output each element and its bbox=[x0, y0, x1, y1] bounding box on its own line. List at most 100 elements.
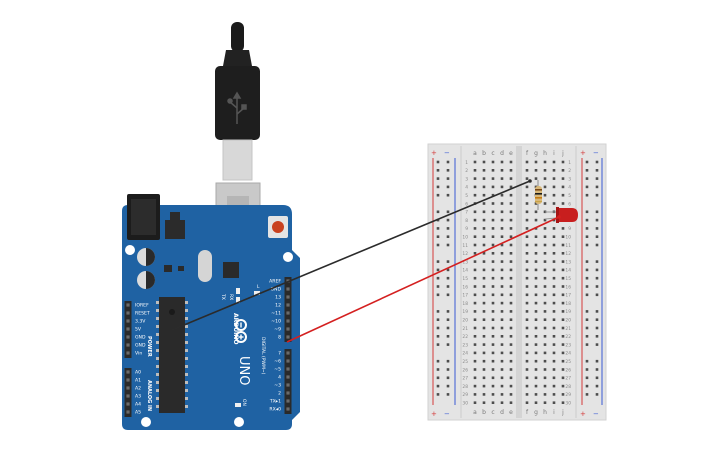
header-pin[interactable] bbox=[286, 311, 290, 315]
rail-hole[interactable] bbox=[585, 368, 589, 371]
breadboard-hole[interactable] bbox=[561, 260, 565, 263]
breadboard-hole[interactable] bbox=[534, 268, 538, 272]
breadboard-hole[interactable] bbox=[561, 293, 565, 297]
breadboard-hole[interactable] bbox=[525, 376, 529, 380]
breadboard-hole[interactable] bbox=[473, 368, 477, 371]
breadboard-hole[interactable] bbox=[491, 384, 495, 388]
rail-hole[interactable] bbox=[585, 193, 589, 197]
rail-hole[interactable] bbox=[446, 268, 450, 272]
breadboard-hole[interactable] bbox=[473, 260, 477, 263]
rail-hole[interactable] bbox=[446, 243, 450, 247]
rail-hole[interactable] bbox=[436, 343, 440, 346]
breadboard-hole[interactable] bbox=[500, 376, 504, 380]
rail-hole[interactable] bbox=[446, 326, 450, 330]
rail-hole[interactable] bbox=[436, 359, 440, 363]
rail-hole[interactable] bbox=[585, 318, 589, 321]
reset-button-cap[interactable] bbox=[272, 221, 284, 233]
breadboard-hole[interactable] bbox=[552, 351, 556, 355]
breadboard-hole[interactable] bbox=[500, 310, 504, 313]
rail-hole[interactable] bbox=[436, 285, 440, 288]
breadboard-hole[interactable] bbox=[561, 393, 565, 396]
breadboard-hole[interactable] bbox=[500, 268, 504, 272]
breadboard-hole[interactable] bbox=[491, 351, 495, 355]
breadboard-hole[interactable] bbox=[534, 401, 538, 404]
breadboard-hole[interactable] bbox=[552, 318, 556, 321]
rail-hole[interactable] bbox=[436, 318, 440, 321]
rail-hole[interactable] bbox=[446, 318, 450, 321]
breadboard-hole[interactable] bbox=[534, 235, 538, 238]
rail-hole[interactable] bbox=[446, 210, 450, 214]
breadboard-hole[interactable] bbox=[543, 218, 547, 222]
breadboard-hole[interactable] bbox=[561, 285, 565, 288]
breadboard-hole[interactable] bbox=[543, 368, 547, 371]
rail-hole[interactable] bbox=[595, 343, 599, 346]
breadboard-hole[interactable] bbox=[491, 177, 495, 180]
breadboard-hole[interactable] bbox=[552, 393, 556, 396]
header-pin[interactable] bbox=[286, 375, 290, 379]
breadboard-hole[interactable] bbox=[482, 384, 486, 388]
breadboard-hole[interactable] bbox=[552, 235, 556, 238]
breadboard-hole[interactable] bbox=[509, 285, 513, 288]
breadboard-hole[interactable] bbox=[552, 202, 556, 205]
breadboard-hole[interactable] bbox=[500, 351, 504, 355]
breadboard-hole[interactable] bbox=[482, 227, 486, 230]
breadboard-hole[interactable] bbox=[525, 359, 529, 363]
breadboard-hole[interactable] bbox=[491, 227, 495, 230]
breadboard-hole[interactable] bbox=[482, 210, 486, 214]
rail-hole[interactable] bbox=[585, 384, 589, 388]
rail-hole[interactable] bbox=[585, 376, 589, 380]
rail-hole[interactable] bbox=[585, 185, 589, 189]
breadboard-hole[interactable] bbox=[509, 235, 513, 238]
rail-hole[interactable] bbox=[436, 160, 440, 164]
breadboard-hole[interactable] bbox=[561, 343, 565, 346]
breadboard-hole[interactable] bbox=[491, 293, 495, 297]
breadboard-hole[interactable] bbox=[500, 252, 504, 255]
rail-hole[interactable] bbox=[595, 285, 599, 288]
breadboard-hole[interactable] bbox=[473, 335, 477, 338]
rail-hole[interactable] bbox=[585, 243, 589, 247]
breadboard-hole[interactable] bbox=[561, 177, 565, 180]
breadboard-hole[interactable] bbox=[482, 401, 486, 404]
breadboard-hole[interactable] bbox=[525, 393, 529, 396]
breadboard-hole[interactable] bbox=[491, 393, 495, 396]
breadboard-hole[interactable] bbox=[534, 276, 538, 280]
breadboard-hole[interactable] bbox=[509, 359, 513, 363]
breadboard-hole[interactable] bbox=[482, 169, 486, 172]
breadboard-hole[interactable] bbox=[491, 218, 495, 222]
breadboard-hole[interactable] bbox=[552, 169, 556, 172]
breadboard-hole[interactable] bbox=[534, 351, 538, 355]
breadboard-hole[interactable] bbox=[500, 169, 504, 172]
header-pin[interactable] bbox=[286, 351, 290, 355]
rail-hole[interactable] bbox=[446, 169, 450, 172]
breadboard-hole[interactable] bbox=[500, 359, 504, 363]
header-pin[interactable] bbox=[126, 343, 130, 347]
breadboard-hole[interactable] bbox=[534, 335, 538, 338]
breadboard-hole[interactable] bbox=[500, 243, 504, 247]
rail-hole[interactable] bbox=[595, 335, 599, 338]
breadboard-hole[interactable] bbox=[473, 193, 477, 197]
header-pin[interactable] bbox=[126, 311, 130, 315]
breadboard-hole[interactable] bbox=[561, 160, 565, 164]
rail-hole[interactable] bbox=[446, 393, 450, 396]
breadboard-hole[interactable] bbox=[500, 293, 504, 297]
breadboard-hole[interactable] bbox=[534, 260, 538, 263]
breadboard-hole[interactable] bbox=[473, 160, 477, 164]
rail-hole[interactable] bbox=[446, 285, 450, 288]
breadboard-hole[interactable] bbox=[509, 268, 513, 272]
breadboard-hole[interactable] bbox=[473, 384, 477, 388]
breadboard-hole[interactable] bbox=[509, 252, 513, 255]
breadboard-hole[interactable] bbox=[500, 401, 504, 404]
rail-hole[interactable] bbox=[595, 376, 599, 380]
breadboard-hole[interactable] bbox=[525, 210, 529, 214]
breadboard-hole[interactable] bbox=[552, 359, 556, 363]
rail-hole[interactable] bbox=[436, 384, 440, 388]
breadboard-hole[interactable] bbox=[482, 193, 486, 197]
breadboard-hole[interactable] bbox=[500, 185, 504, 189]
rail-hole[interactable] bbox=[595, 310, 599, 313]
breadboard-hole[interactable] bbox=[482, 351, 486, 355]
breadboard-hole[interactable] bbox=[543, 276, 547, 280]
breadboard-hole[interactable] bbox=[473, 276, 477, 280]
breadboard-hole[interactable] bbox=[552, 177, 556, 180]
breadboard-hole[interactable] bbox=[482, 268, 486, 272]
rail-hole[interactable] bbox=[595, 218, 599, 222]
